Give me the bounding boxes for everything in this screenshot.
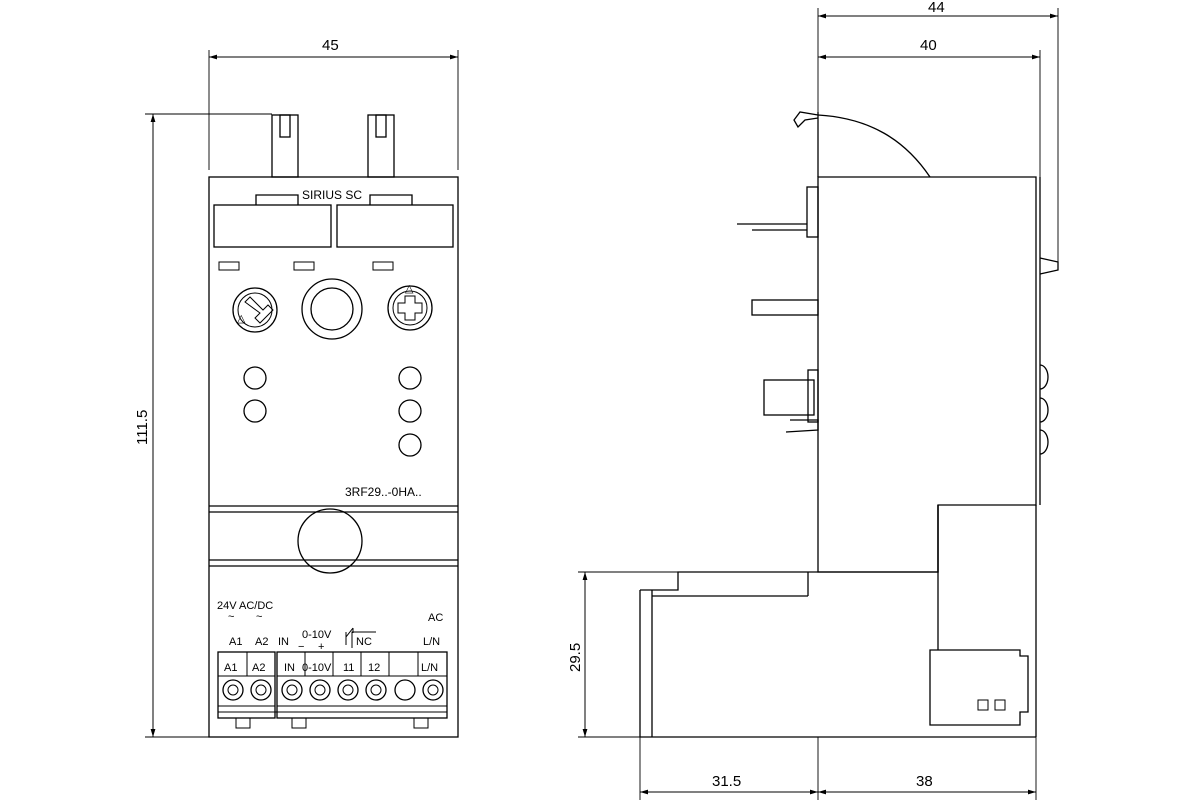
dimension-side-lower-height: 29.5 xyxy=(567,571,678,738)
dimension-side-bottom: 31.5 38 xyxy=(639,737,1037,800)
svg-text:11: 11 xyxy=(343,662,354,674)
svg-text:IN: IN xyxy=(284,662,295,674)
dimension-front-height: 111.5 xyxy=(134,113,272,738)
svg-text:AC: AC xyxy=(428,612,443,624)
svg-text:L/N: L/N xyxy=(421,662,438,674)
side-lower-body xyxy=(639,505,1037,738)
svg-text:A1: A1 xyxy=(229,636,242,648)
svg-text:29.5: 29.5 xyxy=(567,643,584,672)
led-slots xyxy=(218,261,394,271)
dimension-side-overall: 44 xyxy=(817,0,1059,265)
dimension-side-body: 40 xyxy=(818,37,1041,177)
svg-text:0-10V: 0-10V xyxy=(302,662,332,674)
top-clips xyxy=(271,114,395,178)
potentiometer-left-icon[interactable]: △ xyxy=(232,287,278,333)
display-windows xyxy=(213,194,454,248)
supply-label: 24V AC/DC xyxy=(217,600,273,612)
supply-tilde-b: ~ xyxy=(256,611,262,623)
svg-text:A1: A1 xyxy=(224,662,237,674)
front-body-outline xyxy=(208,176,459,738)
terminal-bottom-labels: A1 A2 IN 0-10V 11 12 L/N xyxy=(224,662,438,674)
supply-tilde-a: ~ xyxy=(228,611,234,623)
svg-text:45: 45 xyxy=(322,37,339,54)
svg-text:111.5: 111.5 xyxy=(134,410,151,445)
lower-knob-icon xyxy=(297,508,363,574)
svg-text:−: − xyxy=(298,641,304,653)
terminal-block xyxy=(217,651,448,729)
svg-text:0-10V: 0-10V xyxy=(302,629,332,641)
svg-text:12: 12 xyxy=(368,662,380,674)
svg-text:IN: IN xyxy=(278,636,289,648)
potentiometer-right-icon[interactable]: △ xyxy=(387,283,433,331)
terminal-top-labels: A1 A2 IN 0-10V − + NC AC L/N xyxy=(229,612,443,653)
status-leds xyxy=(243,366,422,457)
svg-text:NC: NC xyxy=(356,636,372,648)
side-body xyxy=(737,176,1059,573)
svg-text:△: △ xyxy=(405,283,414,295)
svg-text:38: 38 xyxy=(916,773,933,790)
dimension-front-width: 45 xyxy=(208,37,459,170)
svg-text:+: + xyxy=(318,641,324,653)
svg-text:△: △ xyxy=(237,313,246,325)
side-view: 44 40 29.5 31.5 38 xyxy=(567,0,1059,800)
brand-label: SIRIUS SC xyxy=(302,188,362,202)
svg-text:44: 44 xyxy=(928,0,945,16)
svg-text:40: 40 xyxy=(920,37,937,54)
reset-button-icon[interactable] xyxy=(301,278,363,340)
front-view: SIRIUS SC △ xyxy=(134,37,459,738)
svg-text:A2: A2 xyxy=(255,636,268,648)
terminal-screws-icon xyxy=(222,679,444,701)
din-clip xyxy=(793,111,931,178)
svg-text:31.5: 31.5 xyxy=(712,773,741,790)
model-label: 3RF29..-0HA.. xyxy=(345,485,422,499)
svg-text:L/N: L/N xyxy=(423,636,440,648)
svg-text:A2: A2 xyxy=(252,662,265,674)
